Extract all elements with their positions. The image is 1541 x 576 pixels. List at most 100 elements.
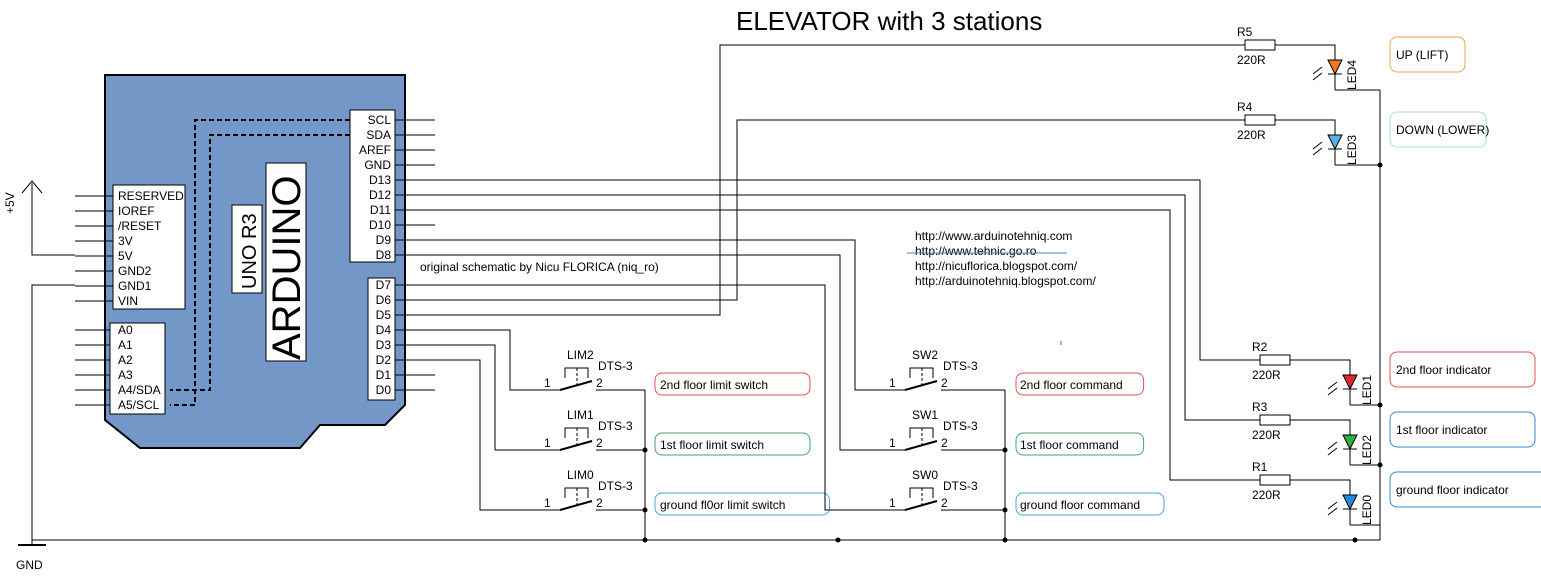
link-text: http://arduinotehniq.blogspot.com/	[915, 274, 1096, 288]
digital-header-top	[349, 109, 396, 263]
pin-label: D5	[376, 308, 392, 322]
resistor	[1259, 414, 1291, 426]
junction-dot	[1377, 402, 1383, 408]
led-label: 2nd floor indicator	[1396, 363, 1491, 377]
pin-label: 3V	[118, 234, 133, 248]
junction-dot	[642, 447, 648, 453]
resistor	[1244, 114, 1276, 126]
junction-dot	[1377, 462, 1383, 468]
pin-label: D1	[376, 368, 392, 382]
resistor-ref: R4	[1237, 100, 1253, 114]
arduino-label: ARDUINO	[265, 176, 309, 360]
junction-dot	[1377, 162, 1383, 168]
resistor-ref: R3	[1252, 400, 1268, 414]
pin-label: A4/SDA	[118, 383, 161, 397]
pin-label: A1	[118, 338, 133, 352]
switch-pin: 1	[544, 376, 551, 390]
switch-lever	[904, 380, 938, 391]
diagram-title: ELEVATOR with 3 stations	[736, 6, 1042, 36]
led-ray	[1312, 141, 1323, 150]
pin-label: A3	[118, 368, 133, 382]
resistor-value: 220R	[1252, 368, 1281, 382]
command-switch-wire	[395, 254, 895, 451]
limit-label: 1st floor limit switch	[660, 438, 764, 452]
led-triangle	[1327, 134, 1343, 151]
led-ref: LED4	[1345, 60, 1359, 90]
junction-dot	[642, 507, 648, 513]
limit-label: ground fl0or limit switch	[660, 498, 785, 512]
command-switch-wire	[395, 239, 895, 391]
pin-label: /RESET	[118, 219, 162, 233]
brand-plate	[265, 162, 307, 362]
switch-pin: 1	[889, 436, 896, 450]
command-label-box	[1015, 492, 1165, 516]
limit-switch-type: DTS-3	[598, 419, 633, 433]
vcc-label: +5V	[3, 192, 17, 214]
led-label: DOWN (LOWER)	[1396, 123, 1489, 137]
pin-label: SCL	[368, 113, 392, 127]
resistor	[1244, 39, 1276, 51]
led-triangle	[1342, 494, 1358, 511]
pin-label: GND	[364, 158, 391, 172]
pin-label: D0	[376, 383, 392, 397]
switch-cap	[564, 367, 589, 378]
i2c-scl-link	[170, 119, 350, 406]
model-plate	[231, 204, 263, 294]
limit-label: 2nd floor limit switch	[660, 378, 768, 392]
pin-label: D7	[376, 278, 392, 292]
resistor-ref: R2	[1252, 340, 1268, 354]
led-label-box	[1389, 471, 1541, 508]
resistor-value: 220R	[1237, 128, 1266, 142]
switch-pin: 2	[596, 436, 603, 450]
command-label: 2nd floor command	[1020, 378, 1123, 392]
led-ray	[1327, 447, 1338, 456]
wire-to-led	[1290, 359, 1351, 375]
pin-label: A5/SCL	[118, 398, 160, 412]
led-triangle	[1342, 374, 1358, 391]
switch-cap	[564, 487, 589, 498]
led-label-box	[1389, 111, 1487, 148]
limit-switch-wire	[395, 329, 550, 391]
switch-pin: 2	[596, 376, 603, 390]
pin-label: GND1	[118, 279, 152, 293]
command-switch-type: DTS-3	[943, 359, 978, 373]
resistor-value: 220R	[1252, 428, 1281, 442]
pin-label: D10	[369, 218, 391, 232]
led-ray	[1312, 147, 1323, 156]
link-text: http://www.tehnic.go.ro	[915, 244, 1037, 258]
wire-indicator	[395, 194, 1260, 421]
uno-r3-label: UNO R3	[239, 213, 261, 289]
pin-label: D6	[376, 293, 392, 307]
led-ref: LED2	[1360, 435, 1374, 465]
limit-switch-ref: LIM0	[567, 468, 594, 482]
pin-label: D12	[369, 188, 391, 202]
gnd-wire	[31, 284, 75, 545]
wire-to-led	[1290, 479, 1351, 495]
analog-header	[109, 322, 166, 415]
switch-pin: 1	[544, 496, 551, 510]
led-ref: LED3	[1345, 135, 1359, 165]
gnd-label: GND	[16, 558, 43, 572]
led-ray	[1327, 507, 1338, 516]
limit-label-box	[654, 492, 830, 516]
limit-switch-type: DTS-3	[598, 359, 633, 373]
switch-pin: 2	[941, 496, 948, 510]
limit-switch-wire	[395, 344, 550, 451]
led-ref: LED0	[1360, 495, 1374, 525]
command-label: 1st floor command	[1020, 438, 1119, 452]
pin-label: A2	[118, 353, 133, 367]
switch-cap	[909, 487, 934, 498]
led-label-box	[1389, 36, 1466, 73]
command-switch-type: DTS-3	[943, 479, 978, 493]
led-label: UP (LIFT)	[1396, 48, 1448, 62]
command-switch-type: DTS-3	[943, 419, 978, 433]
junction-dot	[835, 537, 841, 543]
switch-pin: 1	[889, 496, 896, 510]
switch-cap	[564, 427, 589, 438]
led-triangle	[1342, 434, 1358, 451]
led-ray	[1327, 381, 1338, 390]
switch-pin: 2	[941, 436, 948, 450]
vcc-wire	[31, 183, 75, 256]
limit-switch-wire	[395, 359, 550, 511]
link-text: http://nicuflorica.blogspot.com/	[915, 259, 1078, 273]
